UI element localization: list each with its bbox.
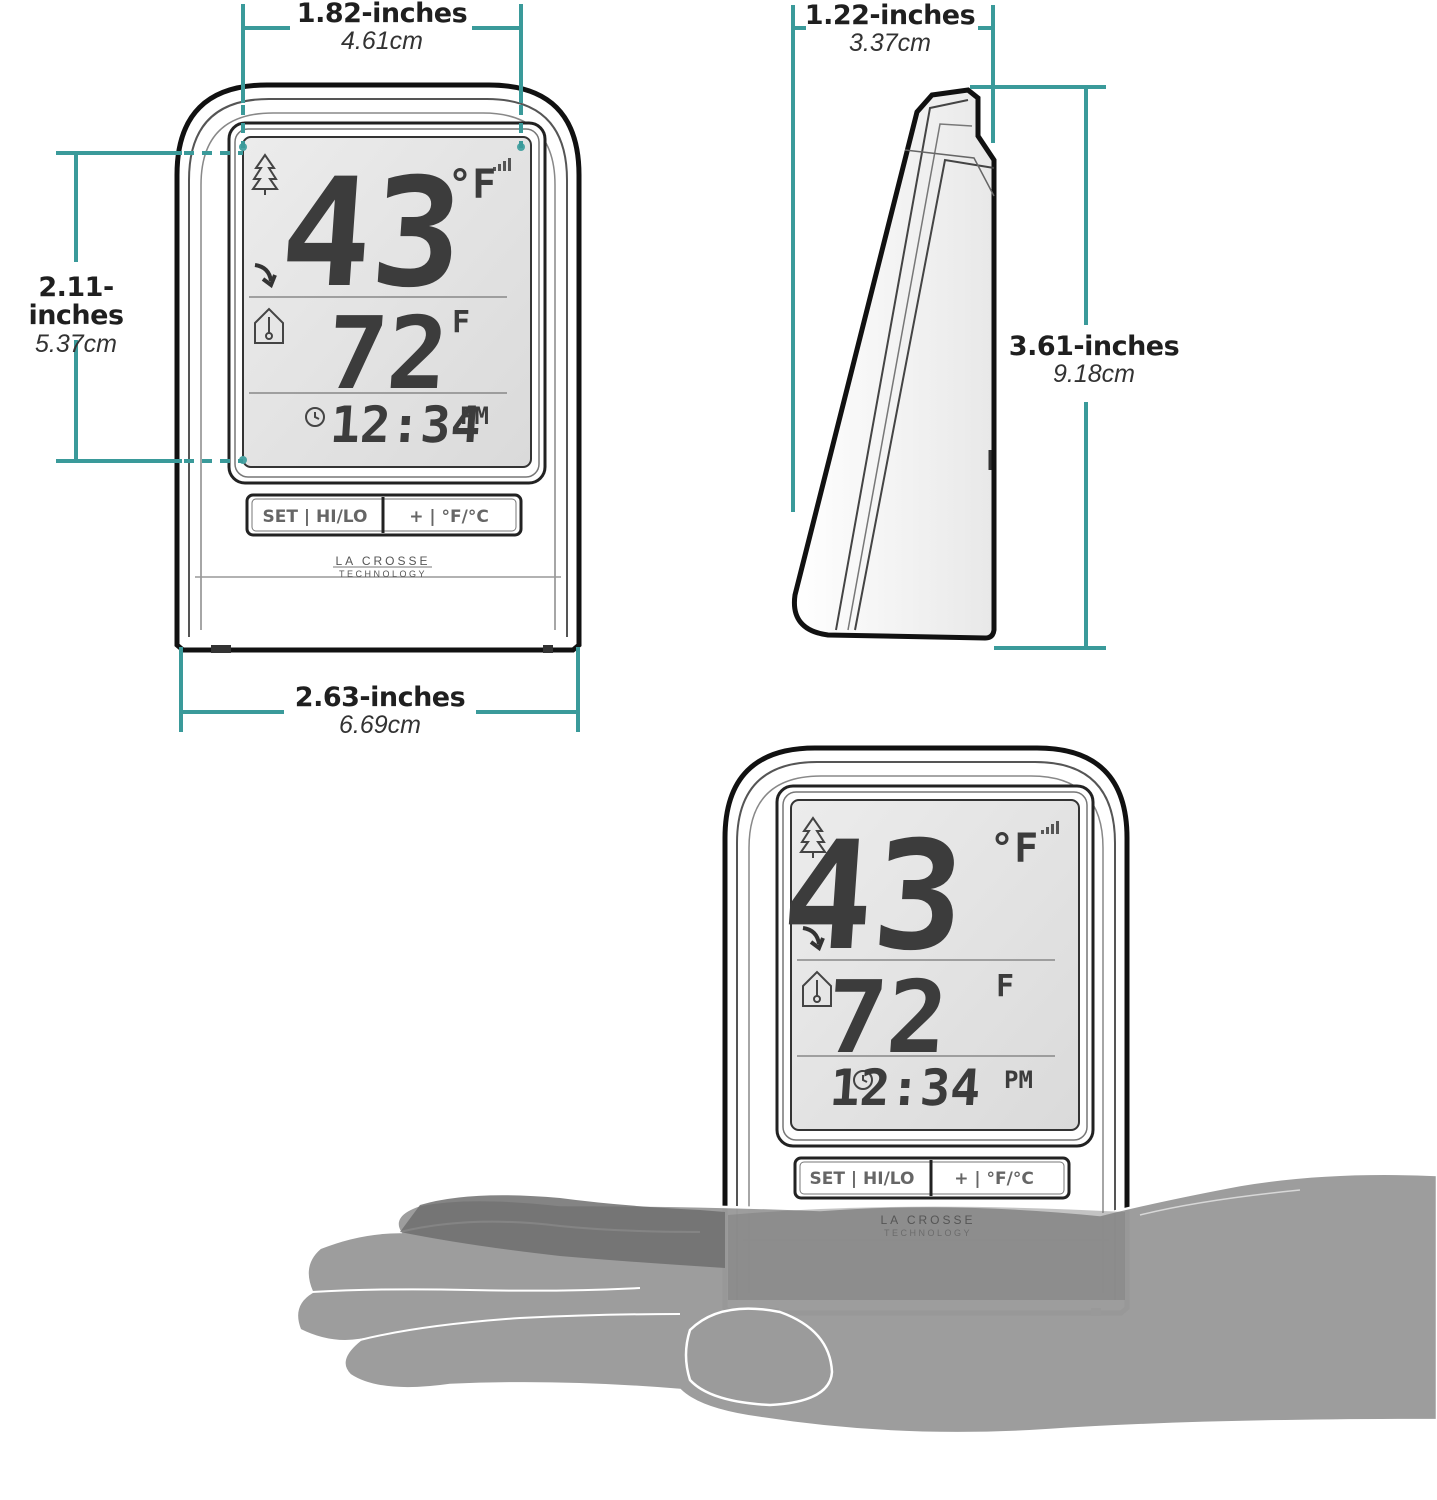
brand-subline: TECHNOLOGY	[339, 569, 427, 579]
label-total-height-inches: 3.61-inches	[1008, 331, 1180, 362]
brand-name: LA CROSSE	[880, 1213, 975, 1227]
label-inner-width-inches: 1.82-inches	[296, 0, 468, 29]
lcd-readings-hand: 43 °F 72 F 12:34 PM SET | HI/LO + | °F/°…	[777, 810, 1038, 1238]
label-total-width-inches: 2.63-inches	[294, 682, 466, 713]
label-total-height-cm: 9.18cm	[1053, 360, 1135, 389]
unit-toggle-button[interactable]: + | °F/°C	[409, 507, 489, 527]
label-depth-inches: 1.22-inches	[804, 0, 976, 31]
indoor-unit: F	[452, 305, 470, 340]
clock-ampm: PM	[460, 402, 489, 430]
dimension-inner-width	[241, 4, 523, 148]
label-display-height-cm: 5.37cm	[35, 329, 117, 358]
set-hilo-button[interactable]: SET | HI/LO	[263, 507, 368, 527]
label-inner-width-cm: 4.61cm	[341, 27, 423, 56]
side-view-device	[791, 87, 997, 641]
hand-silhouette	[295, 1172, 1437, 1435]
indoor-temperature: 72	[823, 959, 952, 1076]
set-hilo-button[interactable]: SET | HI/LO	[810, 1169, 915, 1189]
label-display-height: 2.11-inches 5.37cm	[0, 272, 152, 358]
dimension-total-height	[970, 85, 1106, 650]
brand-name: LA CROSSE	[335, 554, 430, 568]
lcd-readings-front: 43 °F 72 F 12:34 PM SET | HI/LO + | °F/°…	[263, 147, 497, 579]
label-display-height-inches: 2.11-inches	[28, 272, 124, 332]
clock-time: 12:34	[328, 396, 483, 454]
outdoor-temperature: 43	[777, 810, 970, 984]
dimension-display-height	[56, 151, 243, 463]
brand-subline: TECHNOLOGY	[884, 1228, 972, 1238]
label-total-width: 2.63-inches 6.69cm	[280, 682, 480, 740]
indoor-temperature: 72	[323, 295, 452, 412]
outdoor-unit: °F	[448, 162, 496, 208]
dimension-depth	[791, 5, 995, 512]
outdoor-unit: °F	[990, 826, 1038, 872]
indoor-unit: F	[996, 969, 1014, 1004]
label-inner-width: 1.82-inches 4.61cm	[282, 0, 482, 55]
unit-toggle-button[interactable]: + | °F/°C	[954, 1169, 1034, 1189]
label-depth: 1.22-inches 3.37cm	[792, 0, 988, 58]
dimension-total-width	[179, 647, 580, 732]
outdoor-temperature: 43	[276, 147, 469, 321]
label-total-width-cm: 6.69cm	[339, 711, 421, 740]
clock-ampm: PM	[1004, 1066, 1033, 1094]
label-depth-cm: 3.37cm	[849, 29, 931, 58]
label-total-height: 3.61-inches 9.18cm	[1006, 331, 1182, 389]
clock-time: 12:34	[828, 1059, 983, 1117]
